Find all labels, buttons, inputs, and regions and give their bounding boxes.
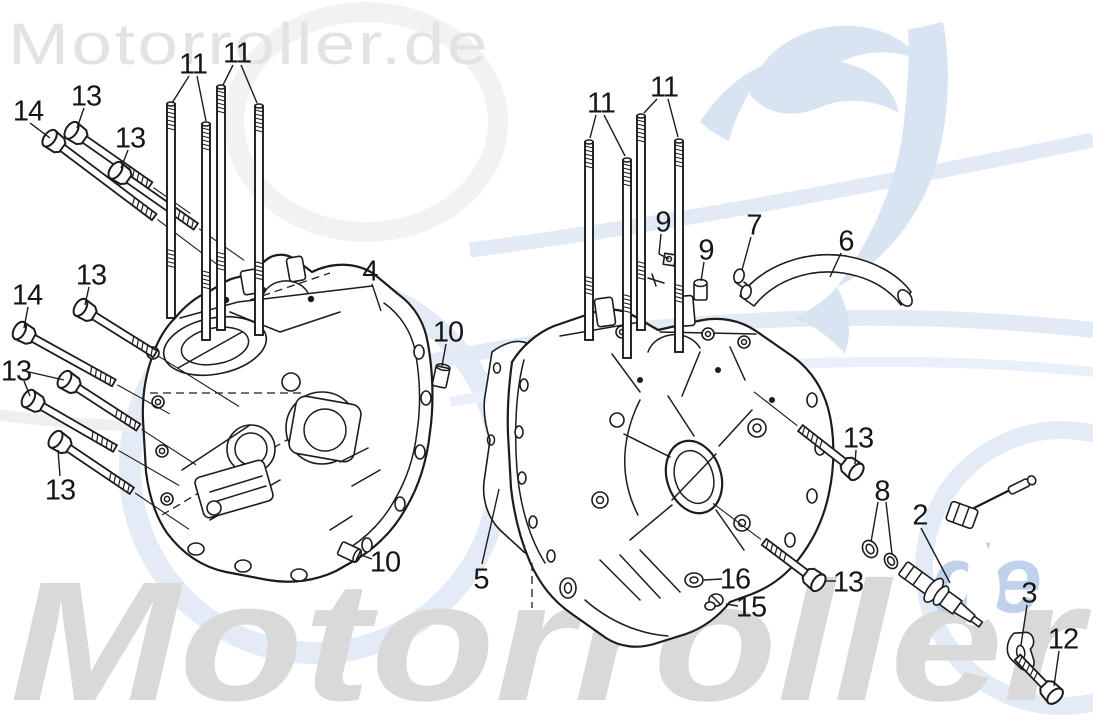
hex-bolt-12 (1013, 653, 1064, 705)
part-callout-14: 14 (12, 279, 44, 329)
stud-bolt-11 (201, 121, 211, 341)
hex-bolt-13 (107, 160, 245, 261)
part-callout-11: 11 (643, 71, 679, 138)
hex-bolt-14 (11, 320, 171, 415)
hose-clamp (733, 268, 752, 300)
watermark-ring-gray (224, 2, 508, 242)
hex-bolt-13 (712, 502, 827, 593)
watermark-logo-swoosh (700, 22, 948, 354)
stud-bolt-11 (636, 113, 646, 331)
part-number-label: 10 (433, 316, 463, 348)
part-callout-15: 15 (725, 591, 767, 623)
hex-bolt-13 (47, 429, 190, 530)
part-callout-14: 14 (13, 95, 51, 139)
part-callout-13: 13 (115, 122, 146, 169)
part-callout-8: 8 (870, 475, 893, 555)
left-case-flange-holes (187, 344, 432, 582)
watermark-wave-1 (469, 132, 1093, 258)
part-number-label: 9 (655, 206, 670, 238)
part-number-label: 8 (874, 475, 889, 507)
part-number-label: 11 (223, 37, 251, 69)
part-number-label: 6 (838, 225, 853, 257)
part-number-label: 12 (1048, 623, 1078, 655)
left-case-bolt-bosses (146, 346, 174, 506)
part-callout-13: 13 (843, 422, 874, 465)
part-number-label: 13 (45, 474, 75, 506)
watermark-circle-right (915, 421, 1093, 715)
part-number-label: 13 (833, 566, 863, 598)
part-number-label: 2 (912, 499, 927, 531)
part-callout-4: 4 (362, 255, 382, 312)
hex-bolt-13 (72, 297, 240, 407)
breather-nut (647, 252, 677, 287)
o-rings (861, 539, 899, 570)
hex-bolt-13 (753, 391, 865, 482)
part-callout-9: 9 (655, 206, 672, 260)
part-callout-13: 13 (825, 566, 864, 598)
breather-cap (693, 278, 708, 301)
part-callout-13: 13 (71, 80, 102, 129)
part-number-label: 11 (587, 87, 615, 119)
part-number-label: 3 (1021, 577, 1036, 609)
part-number-label: 13 (71, 80, 101, 112)
neutral-switch-sensor (898, 475, 1037, 628)
part-number-label: 11 (179, 48, 207, 80)
stud-bolt-11 (622, 157, 632, 359)
part-number-label: 5 (473, 563, 488, 595)
part-callout-2: 2 (912, 499, 951, 584)
stud-bolt-11 (216, 84, 226, 331)
part-number-label: 10 (370, 546, 400, 578)
part-number-label: 15 (736, 591, 766, 623)
watermark-top-text: Motorroller.de (8, 12, 490, 77)
dowel-pin-lower (336, 541, 363, 564)
part-number-label: 7 (746, 209, 761, 241)
stud-bolt-11 (674, 138, 684, 353)
part-callout-11: 11 (171, 48, 208, 122)
part-number-label: 13 (76, 259, 106, 291)
part-number-label: 13 (115, 122, 145, 154)
part-number-label: 13 (843, 422, 873, 454)
part-callout-11: 11 (222, 37, 258, 104)
part-callout-10: 10 (360, 546, 401, 578)
stud-bolt-11 (584, 139, 594, 341)
part-callout-16: 16 (703, 563, 751, 595)
part-callout-13: 13 (1, 355, 65, 397)
sealing-washer (684, 572, 704, 588)
part-number-label: 9 (698, 234, 713, 266)
part-callout-3: 3 (1020, 577, 1038, 646)
breather-hose (739, 253, 913, 307)
part-number-label: 13 (1, 355, 31, 387)
hex-bolt-13 (20, 388, 180, 486)
part-number-label: 14 (12, 279, 43, 311)
left-crankcase-half (141, 253, 434, 583)
part-number-label: 4 (362, 255, 378, 287)
part-callout-7: 7 (741, 209, 763, 271)
drain-plug (704, 593, 724, 611)
part-callout-10: 10 (433, 316, 464, 367)
part-callout-6: 6 (829, 225, 855, 278)
part-callout-5: 5 (473, 488, 500, 595)
part-callout-13: 13 (45, 449, 76, 506)
stud-bolt-11 (166, 101, 176, 319)
hex-bolt-13 (56, 369, 197, 466)
right-crankcase-half (482, 294, 835, 648)
part-number-label: 16 (720, 563, 750, 595)
part-number-label: 14 (13, 95, 44, 127)
part-callout-13: 13 (76, 259, 107, 306)
part-number-label: 11 (650, 71, 678, 103)
bolts-and-studs (11, 84, 1064, 705)
part-callout-9: 9 (698, 234, 715, 282)
stud-bolt-11 (254, 103, 264, 336)
part-callout-11: 11 (587, 87, 626, 157)
dowel-pin-upper (431, 363, 451, 389)
part-callout-12: 12 (1048, 623, 1079, 687)
